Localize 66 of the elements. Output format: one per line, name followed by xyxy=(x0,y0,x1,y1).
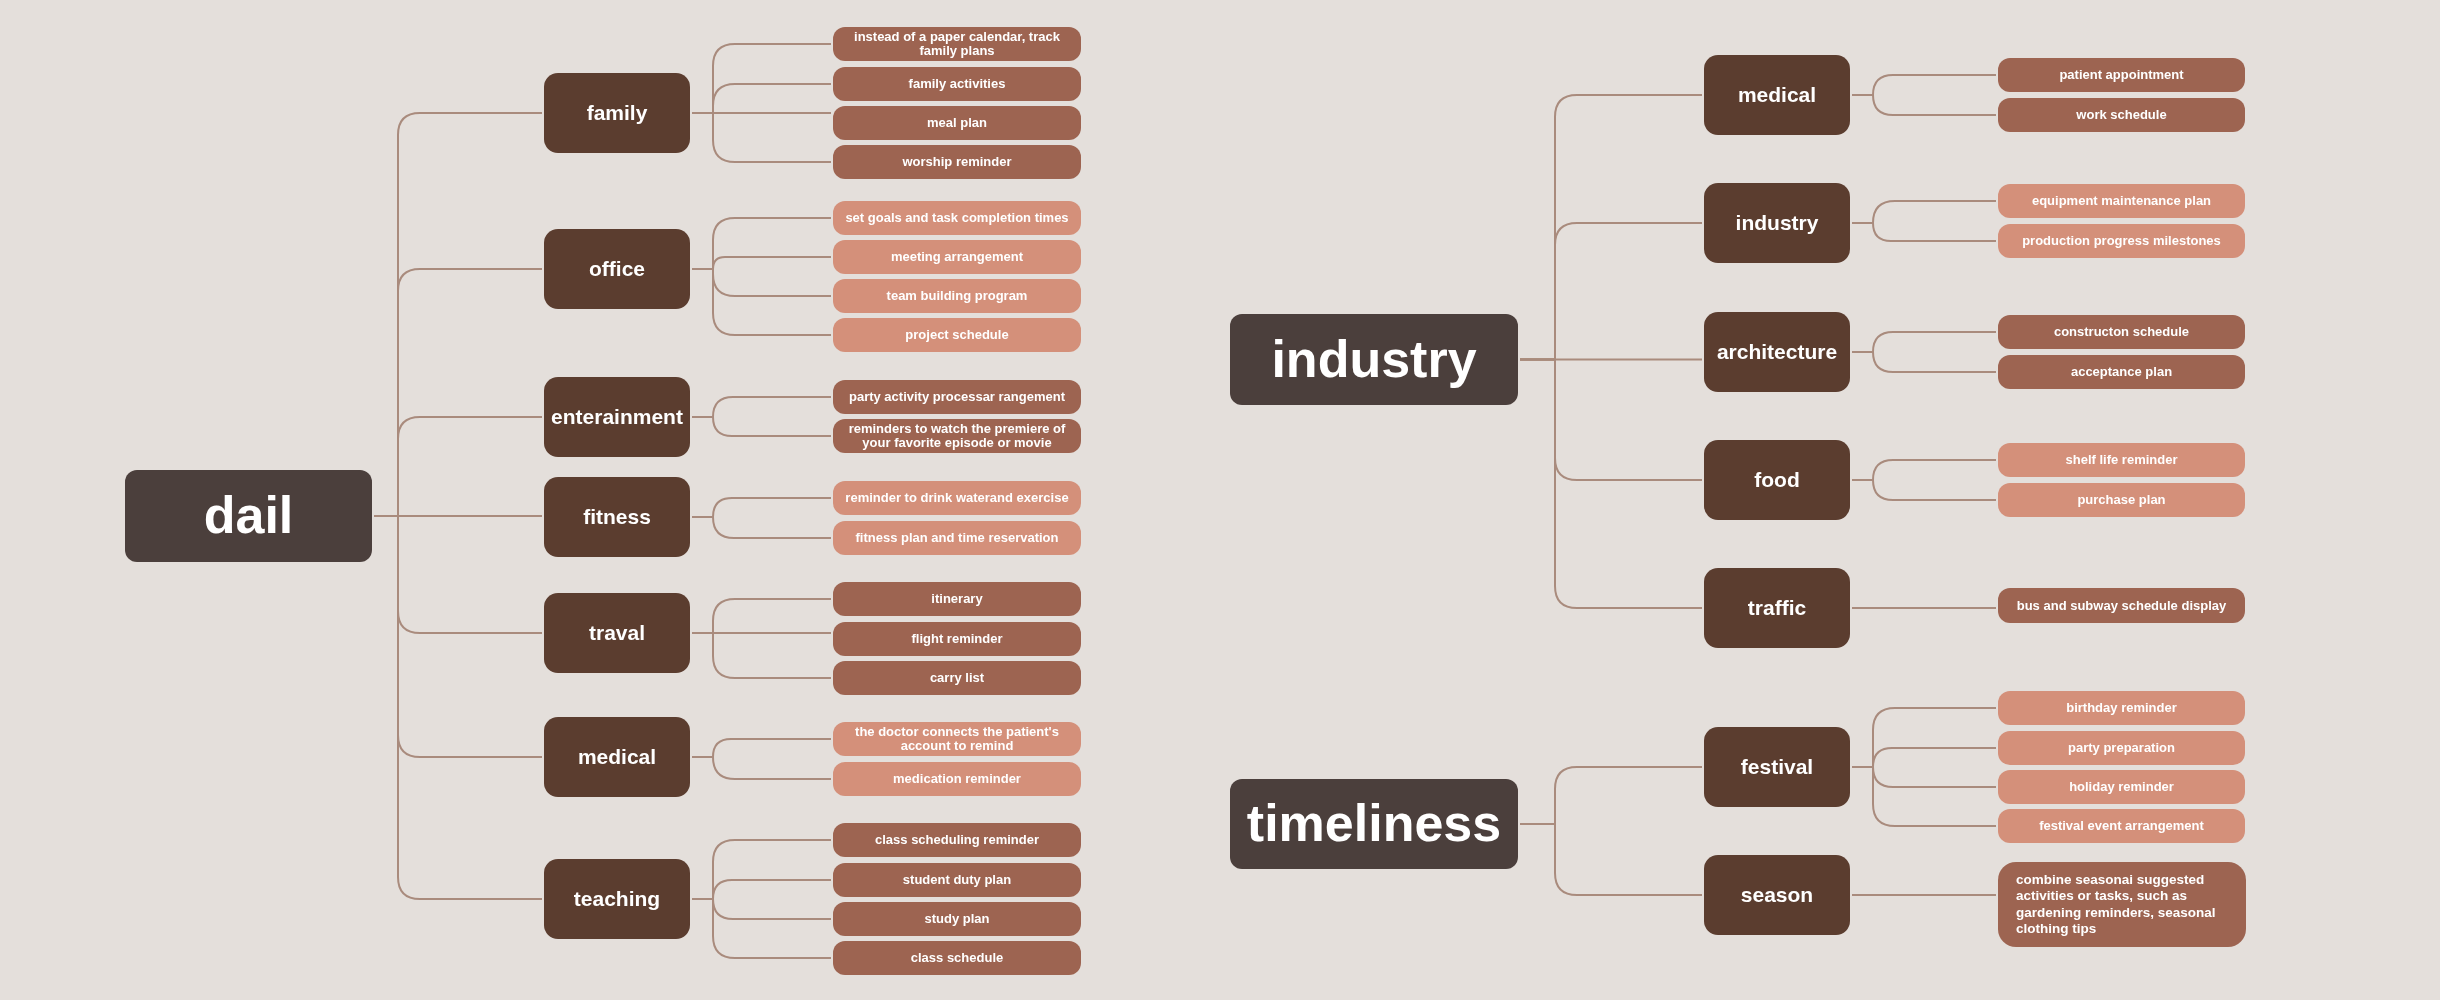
branch-topic-box: enterainment xyxy=(544,377,690,457)
branch-topic-box: teaching xyxy=(544,859,690,939)
connector-line xyxy=(691,516,832,539)
connector-line xyxy=(1851,607,1997,609)
connector-line xyxy=(691,632,832,679)
leaf-item-box: bus and subway schedule display xyxy=(1998,588,2245,623)
central-topic-box: timeliness xyxy=(1230,779,1518,869)
leaf-item-box: worship reminder xyxy=(833,145,1081,179)
connector-line xyxy=(1851,894,1997,896)
branch-topic-box: medical xyxy=(1704,55,1850,135)
branch-topic-box: medical xyxy=(544,717,690,797)
leaf-item-box: shelf life reminder xyxy=(1998,443,2245,477)
leaf-item-box: carry list xyxy=(833,661,1081,695)
connector-line xyxy=(1851,222,1997,242)
leaf-item-box: instead of a paper calendar, track family plans xyxy=(833,27,1081,61)
branch-topic-box: season xyxy=(1704,855,1850,935)
leaf-item-box: set goals and task completion times xyxy=(833,201,1081,235)
branch-topic-box: family xyxy=(544,73,690,153)
leaf-item-box: class schedule xyxy=(833,941,1081,975)
connector-line xyxy=(691,416,832,437)
leaf-item-box: patient appointment xyxy=(1998,58,2245,92)
leaf-item-box: class scheduling reminder xyxy=(833,823,1081,857)
leaf-item-box: constructon schedule xyxy=(1998,315,2245,349)
leaf-item-box: meeting arrangement xyxy=(833,240,1081,274)
central-topic-box: dail xyxy=(125,470,372,562)
leaf-item-box: party preparation xyxy=(1998,731,2245,765)
branch-topic-box: traval xyxy=(544,593,690,673)
leaf-item-box: holiday reminder xyxy=(1998,770,2245,804)
leaf-item-box: meal plan xyxy=(833,106,1081,140)
leaf-item-box: fitness plan and time reservation xyxy=(833,521,1081,555)
branch-topic-box: food xyxy=(1704,440,1850,520)
leaf-item-box: reminder to drink waterand exercise xyxy=(833,481,1081,515)
branch-topic-box: traffic xyxy=(1704,568,1850,648)
leaf-item-box: reminders to watch the premiere of your favorite episode or movie xyxy=(833,419,1081,453)
leaf-item-box: acceptance plan xyxy=(1998,355,2245,389)
leaf-item-box: production progress milestones xyxy=(1998,224,2245,258)
leaf-item-box: flight reminder xyxy=(833,622,1081,656)
central-topic-box: industry xyxy=(1230,314,1518,405)
branch-topic-box: architecture xyxy=(1704,312,1850,392)
leaf-item-box: medication reminder xyxy=(833,762,1081,796)
leaf-item-box: combine seasonai suggested activities or tasks, such as gardening reminders, seasonal clothing tips xyxy=(1998,862,2246,947)
branch-topic-box: office xyxy=(544,229,690,309)
leaf-item-box: family activities xyxy=(833,67,1081,101)
branch-topic-box: festival xyxy=(1704,727,1850,807)
branch-topic-box: fitness xyxy=(544,477,690,557)
leaf-item-box: student duty plan xyxy=(833,863,1081,897)
connector-line xyxy=(1851,94,1997,116)
leaf-item-box: birthday reminder xyxy=(1998,691,2245,725)
connector-line xyxy=(1851,766,1997,827)
leaf-item-box: team building program xyxy=(833,279,1081,313)
leaf-item-box: party activity processar rangement xyxy=(833,380,1081,414)
connector-line xyxy=(691,756,832,780)
connector-line xyxy=(1851,351,1997,373)
connector-line xyxy=(1851,479,1997,501)
branch-topic-box: industry xyxy=(1704,183,1850,263)
connector-line xyxy=(691,898,832,959)
leaf-item-box: the doctor connects the patient's account to remind xyxy=(833,722,1081,756)
leaf-item-box: festival event arrangement xyxy=(1998,809,2245,843)
leaf-item-box: equipment maintenance plan xyxy=(1998,184,2245,218)
leaf-item-box: purchase plan xyxy=(1998,483,2245,517)
connector-line xyxy=(691,268,832,336)
leaf-item-box: project schedule xyxy=(833,318,1081,352)
leaf-item-box: work schedule xyxy=(1998,98,2245,132)
connector-line xyxy=(691,112,832,163)
leaf-item-box: itinerary xyxy=(833,582,1081,616)
leaf-item-box: study plan xyxy=(833,902,1081,936)
